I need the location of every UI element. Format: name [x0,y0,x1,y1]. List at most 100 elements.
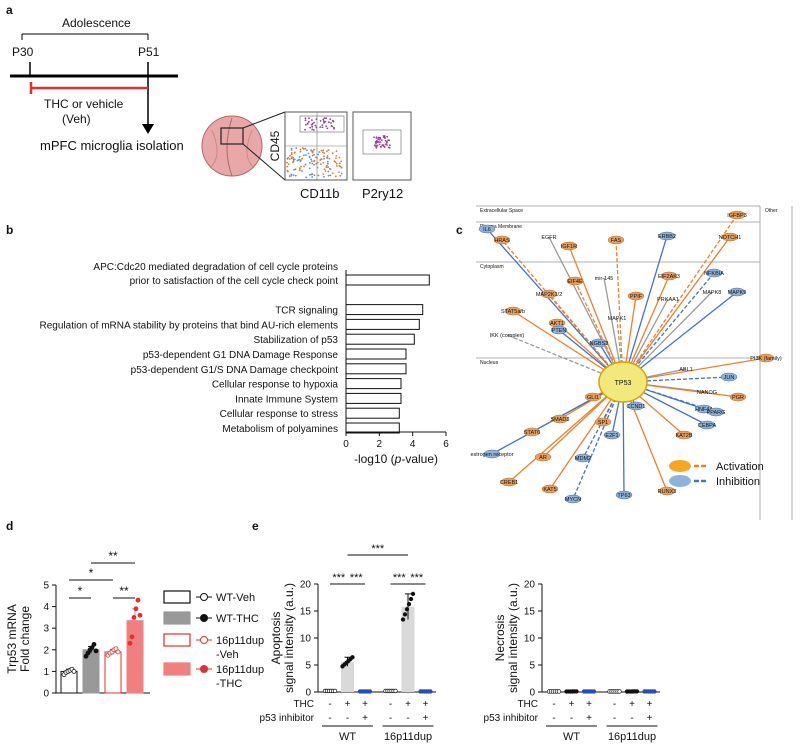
category-label-4: p53-dependent G1 DNA Damage Response [143,350,339,361]
node-creb1 [500,477,518,487]
flow-event [320,158,323,161]
flow-event [311,162,314,165]
node-mycn [564,494,582,504]
data-point-4-0 [400,617,406,622]
edge-igf1r [568,245,624,383]
node-ccnd1 [627,401,645,411]
legend-inhibition-label: Inhibition [716,476,760,488]
flow-event [327,149,330,151]
node-label-eif2ak3: EIF2AK3 [658,274,680,280]
node-label-jun: JUN [724,375,735,381]
row-label-p53: p53 inhibitor [484,713,539,724]
group-label-16p: 16p11dup [384,731,432,743]
flow-event-2 [377,136,380,139]
flow-event [286,165,289,168]
node-sp1 [594,417,612,427]
flow-event [338,171,340,174]
legend-swatch-0 [163,590,191,604]
node-map2k1-2 [540,289,558,299]
flow-event [326,156,328,159]
panel-label-d: d [6,519,13,533]
p51-label: P51 [138,45,160,59]
flow-event-gated [323,117,326,119]
flow-event [317,153,320,156]
flow-event-2 [377,138,379,140]
category-label-3: Stabilization of p53 [253,335,338,346]
panel-b: b APC:Cdc20 mediated degradation of cell… [6,223,449,466]
node-runx3 [658,486,676,496]
flow-event [310,160,313,163]
category-label-9: Metabolism of polyamines [222,424,338,435]
flow-plot-cd45-cd11b: CD45 CD11b [268,111,348,201]
thc-sign-3: - [613,699,616,710]
flow-event [317,174,320,177]
node-label-pgr: PGR [732,395,744,401]
y-axis-label-2: Fold change [18,606,32,672]
flow-event-gated [322,118,325,121]
node-label-ikk-complex-: IKK (complex) [490,333,525,339]
edge-notch1 [622,236,731,383]
hub-node [598,361,648,403]
flow-event [290,147,293,150]
y-tick-label-4: 20 [524,580,536,591]
flow-event [293,158,296,161]
node-pi3k-family- [757,353,775,363]
flow-y-label: CD45 [268,130,282,161]
hub-label: TP53 [615,380,632,387]
flow-event-2 [382,135,385,137]
edge-egfr [548,236,624,383]
flow-event [328,157,331,160]
data-point-4-1 [402,612,408,617]
row-label-p53: p53 inhibitor [260,713,315,724]
flow-event [300,165,302,168]
flow-event [303,154,305,157]
flow-event-gated [324,120,327,123]
flow-event [287,170,289,173]
node-cebpa [698,420,716,430]
node-label-kat2b: KAT2B [675,433,692,439]
flow-event [335,162,338,165]
treatment-label-2: (Veh) [62,112,91,126]
node-nfkbia [705,268,723,278]
node-label-notch1: NOTCH1 [719,235,742,241]
legend-label-2: 16p11dup [216,635,264,647]
flow-event [324,170,327,172]
node-label-mdm2: MDM2 [575,456,591,462]
flow-event-gated [321,126,324,129]
pathway-enrichment-chart: APC:Cdc20 mediated degradation of cell c… [40,262,450,466]
p30-label: P30 [12,45,34,59]
node-tp63 [615,490,633,500]
flow-event [339,174,342,177]
data-point-2-5 [591,689,597,694]
flow-event-gated [322,120,325,122]
flow-event [286,157,289,160]
flow-event [327,162,329,165]
group-label-16p: 16p11dup [608,731,656,743]
node-pparg [707,407,725,417]
flow-event-gated [325,125,328,128]
flow-event-gated [329,118,332,120]
data-point-1-5 [350,655,355,660]
x-tick-label-0: 0 [343,439,349,450]
node-mapk9 [728,287,746,297]
flow-event-gated [311,125,314,128]
y-tick-label-1: 1 [43,667,49,678]
flow-plot-events [286,117,343,179]
node-kat5 [541,484,559,494]
flow-event-gated [321,124,324,126]
thc-sign-0: - [552,699,555,710]
legend-label-3: 16p11dup [216,664,264,676]
flow-event [326,160,329,163]
y-tick-label-2: 10 [524,634,536,645]
flow-event [301,170,303,172]
bar-0 [345,274,430,286]
node-kat2b [675,430,693,440]
flow-event [301,147,304,149]
legend-marker-1 [200,614,208,622]
flow-event [298,169,301,172]
flow-event-2 [383,136,385,139]
y-tick-label-2: 2 [43,645,49,656]
y-axis-label: Trp53 mRNA [5,604,19,674]
bar-3 [345,333,415,345]
